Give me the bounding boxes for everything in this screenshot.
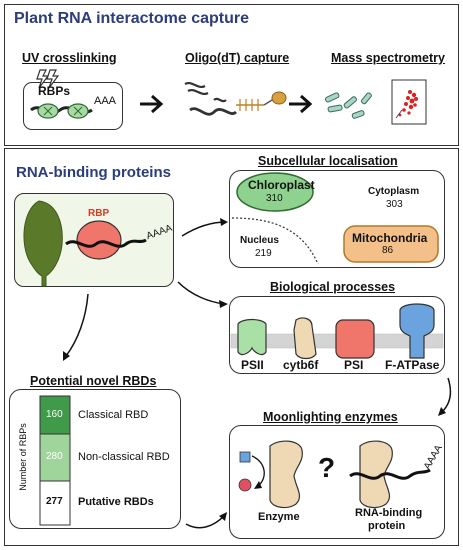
rbp-enzyme-shape-icon (359, 440, 393, 509)
rbd-axis-label: Number of RBPs (17, 423, 28, 491)
rna-strand (349, 468, 431, 480)
f-atpase-icon (399, 303, 435, 359)
peptide-fragments-icon (324, 92, 372, 119)
psii-complex-icon (237, 318, 267, 356)
psi-complex-icon (335, 319, 375, 359)
rbds-heading: Potential novel RBDs (30, 374, 157, 388)
captured-rna-icon (184, 82, 237, 116)
putative-rbd-label: Putative RBDs (78, 496, 154, 508)
cytoplasm-label: Cytoplasm (368, 186, 420, 197)
mass-spectrum-icon (391, 79, 427, 125)
localisation-heading: Subcellular localisation (258, 154, 398, 168)
processes-heading: Biological processes (270, 280, 396, 294)
cytb6f-complex-icon (293, 317, 317, 360)
arrow-rbds-to-moonlighting (185, 515, 225, 529)
classical-rbd-label: Classical RBD (78, 409, 149, 421)
arrow-to-rbds (65, 293, 89, 357)
chloroplast-shape (236, 172, 314, 212)
rna-binding-proteins-title: RNA-binding proteins (16, 164, 171, 181)
rna-strand (65, 238, 147, 248)
arrow-to-processes (177, 281, 225, 305)
psii-label: PSII (241, 358, 264, 372)
step-uv-crosslinking: UV crosslinking (22, 51, 117, 65)
non-classical-rbd-count: 280 (46, 451, 63, 462)
rbps-label: RBPs (38, 84, 71, 98)
substrate-square-icon (239, 451, 251, 463)
enzyme-shape-icon (269, 440, 303, 509)
nucleus-boundary (231, 217, 319, 265)
arrow-processes-to-moonlighting (441, 377, 452, 413)
nucleus-count: 219 (255, 248, 272, 259)
psi-label: PSI (344, 358, 364, 372)
f-atpase-label: F-ATPase (385, 358, 440, 372)
protein-label: protein (368, 520, 406, 532)
rbds-box (9, 389, 181, 529)
leaf-icon (23, 200, 63, 287)
chloroplast-label: Chloroplast (248, 178, 315, 192)
arrow-right-icon (140, 94, 164, 114)
non-classical-rbd-label: Non-classical RBD (78, 451, 170, 463)
rbp-label: RBP (88, 208, 110, 219)
moonlighting-heading: Moonlighting enzymes (263, 410, 398, 424)
non-classical-rbd-bar (39, 433, 71, 482)
polya-tail-label: AAA (94, 95, 117, 107)
step-mass-spectrometry: Mass spectrometry (331, 51, 445, 65)
classical-rbd-count: 160 (46, 409, 63, 420)
oligo-dt-bead-icon (236, 91, 287, 111)
reaction-arrow-icon (251, 455, 265, 487)
moonlighting-box (229, 425, 445, 539)
product-circle-icon (238, 478, 252, 492)
putative-rbd-bar (39, 480, 71, 526)
rbp-protein-icon (76, 220, 122, 260)
uv-lightning-icon (36, 69, 60, 89)
question-mark: ? (318, 452, 336, 483)
interactome-capture-title: Plant RNA interactome capture (14, 10, 250, 27)
step-oligo-dt-capture: Oligo(dT) capture (185, 51, 290, 65)
rna-binding-label: RNA-binding (355, 507, 423, 519)
arrow-to-localisation (181, 221, 227, 237)
cytb6f-label: cytb6f (283, 358, 319, 372)
mitochondria-label: Mitochondria (352, 231, 428, 245)
nucleus-label: Nucleus (240, 235, 279, 246)
mitochondria-shape (343, 225, 439, 263)
chloroplast-count: 310 (266, 193, 283, 204)
putative-rbd-count: 277 (46, 496, 63, 507)
cytoplasm-count: 303 (386, 199, 403, 210)
arrow-right-icon (289, 94, 313, 114)
mitochondria-count: 86 (382, 245, 394, 256)
enzyme-label: Enzyme (258, 511, 300, 523)
